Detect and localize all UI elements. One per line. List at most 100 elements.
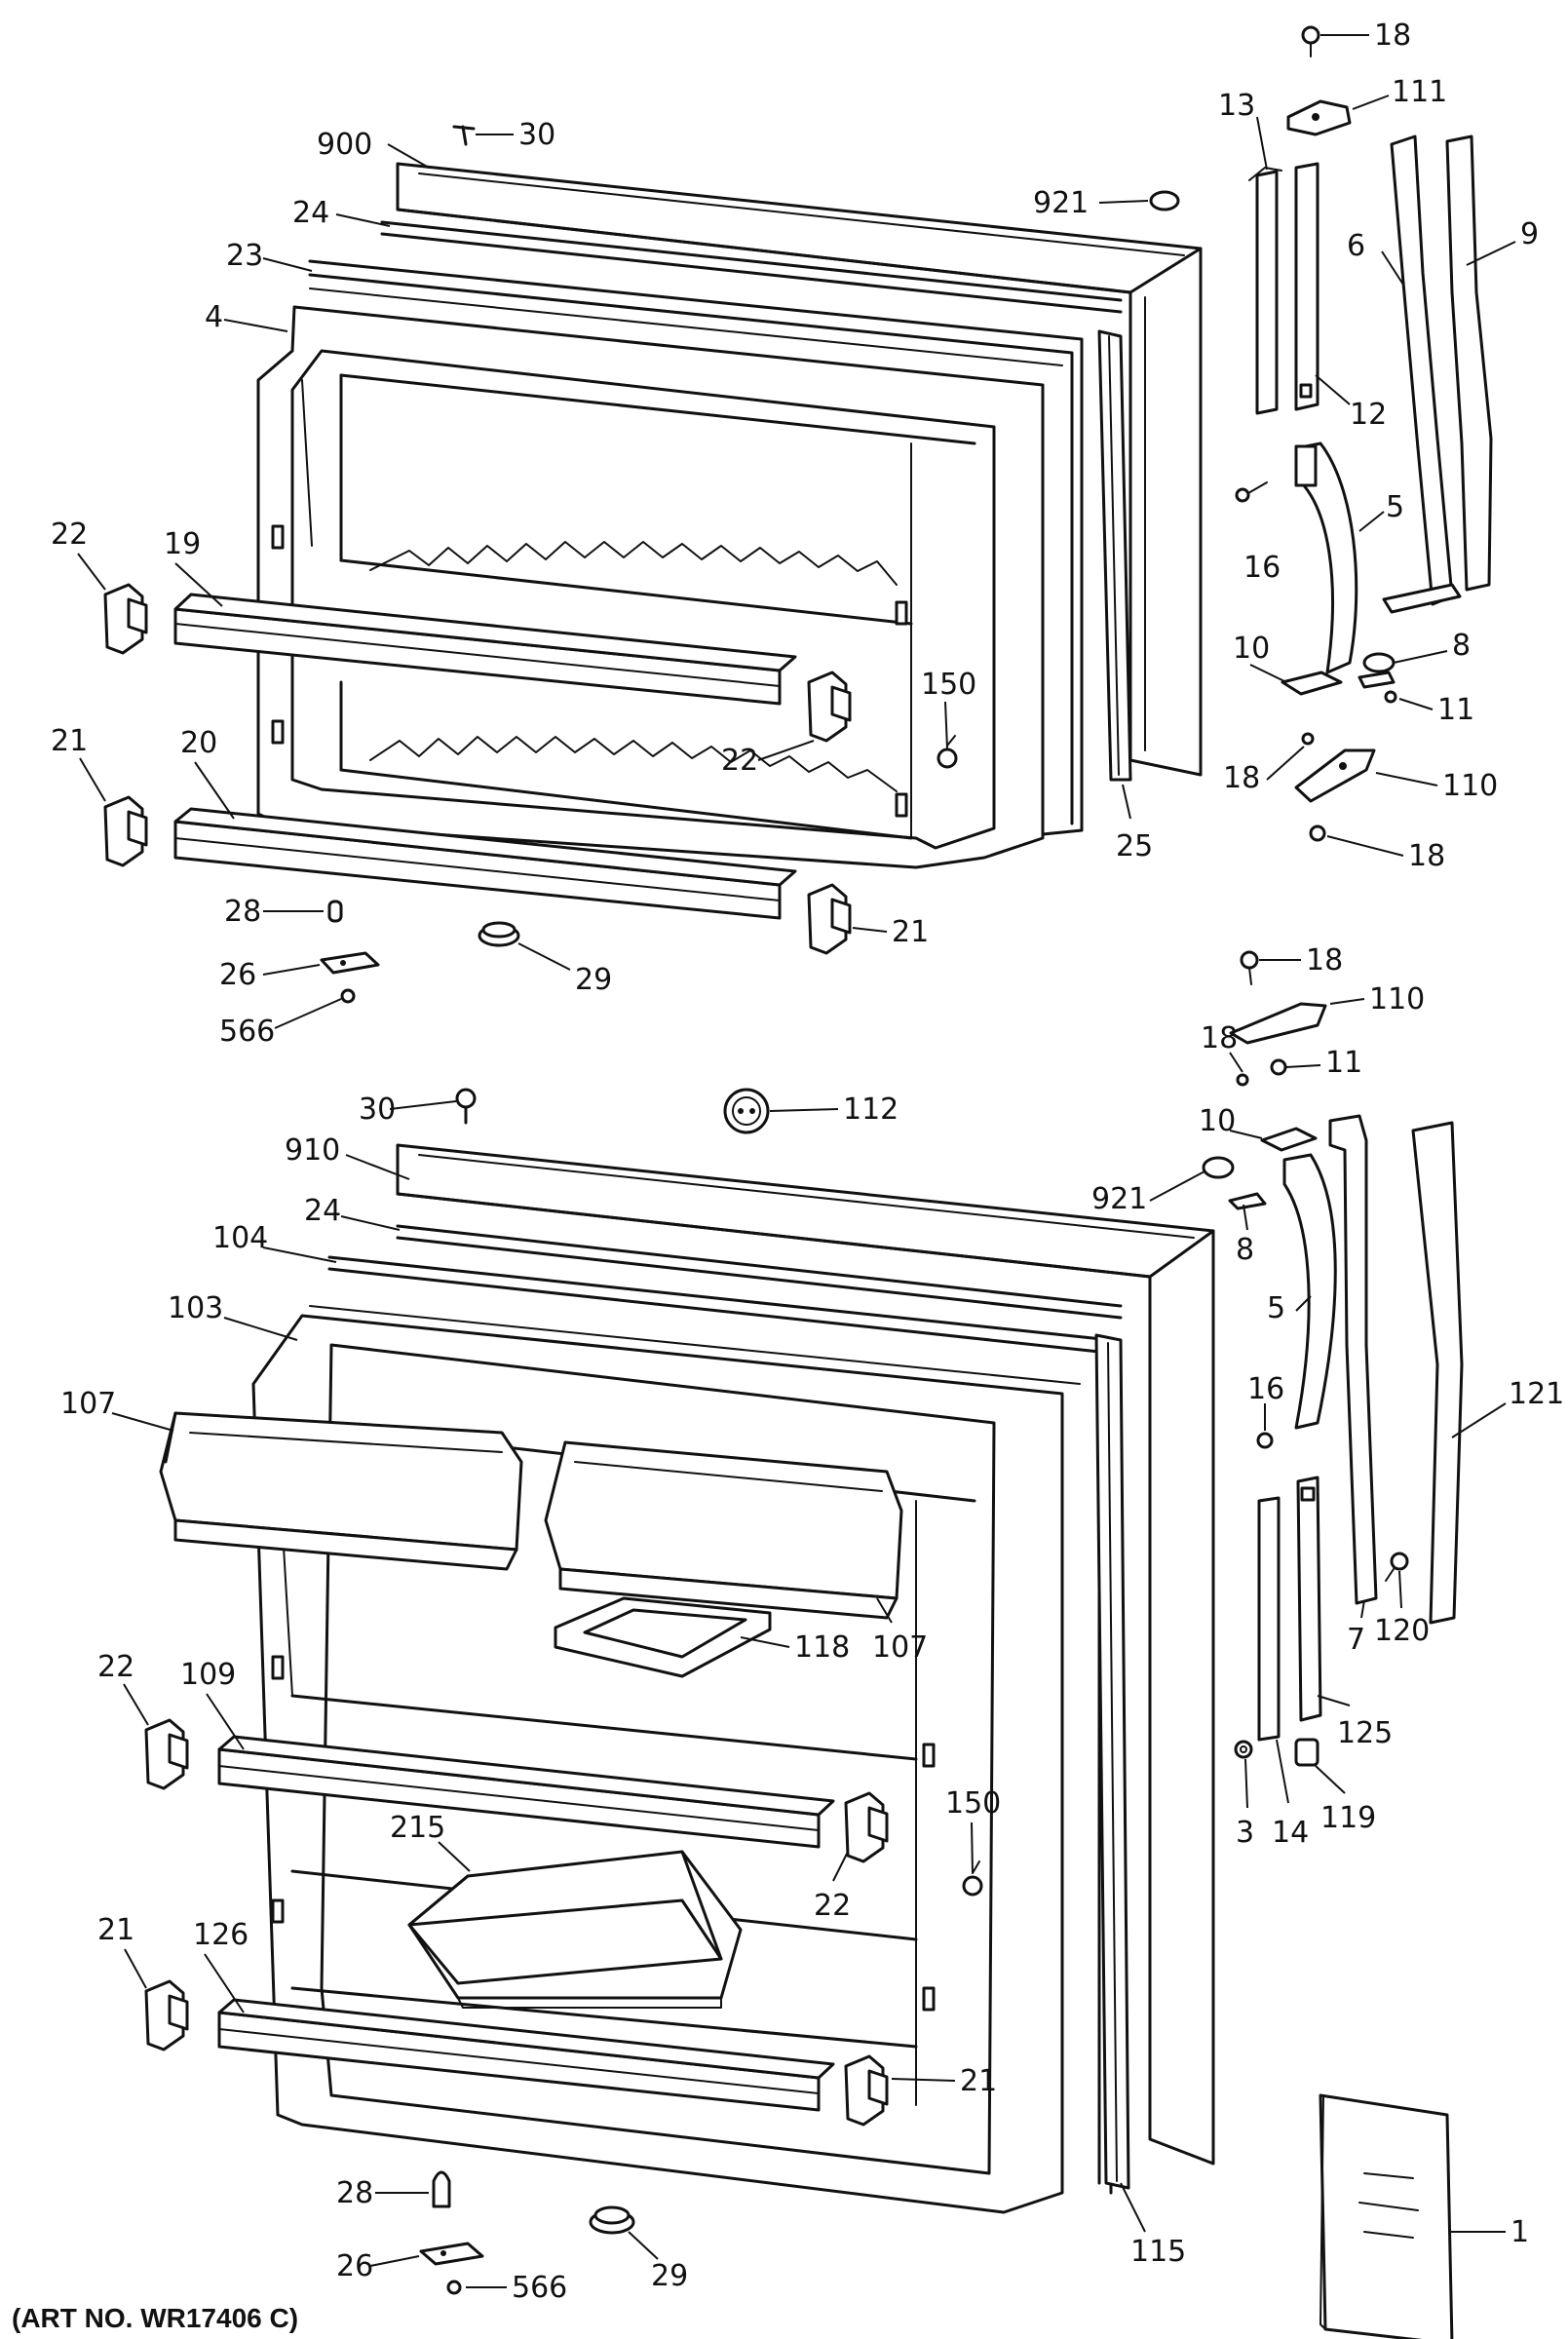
label-4: 4 <box>205 300 223 334</box>
label-ff-910: 910 <box>285 1133 340 1168</box>
fresh-food-trim-strip-125 <box>1296 1476 1322 1722</box>
freezer-screw-16 <box>1235 481 1268 503</box>
fresh-food-clip-left-22 <box>144 1718 189 1790</box>
label-13: 13 <box>1218 89 1255 123</box>
label-5: 5 <box>1386 490 1404 524</box>
label-ff-21-right: 21 <box>960 2064 997 2098</box>
fresh-food-trim-strip-14 <box>1257 1496 1281 1742</box>
fresh-food-handle-cover-121 <box>1411 1121 1464 1625</box>
art-number-caption: (ART NO. WR17406 C) <box>12 2303 298 2333</box>
label-21: 21 <box>51 724 88 758</box>
freezer-inner-liner <box>256 305 1045 869</box>
label-11: 11 <box>1437 693 1474 727</box>
label-566: 566 <box>219 1015 275 1049</box>
freezer-screw-18-top <box>1301 25 1320 58</box>
fresh-food-door-assembly <box>144 1088 1215 2295</box>
label-150: 150 <box>921 668 976 702</box>
fresh-food-clip-left-21 <box>144 1979 189 2051</box>
label-ff-3: 3 <box>1236 1816 1254 1850</box>
freezer-door-assembly <box>103 125 1203 1004</box>
label-ff-109: 109 <box>180 1658 236 1692</box>
label-20: 20 <box>180 726 217 760</box>
fresh-food-shelf-bar-126 <box>217 1998 835 2112</box>
label-ff-8: 8 <box>1236 1233 1254 1267</box>
label-ff-18: 18 <box>1306 943 1343 978</box>
label-12: 12 <box>1350 398 1387 432</box>
freezer-screw-18-bottom <box>1309 824 1326 842</box>
label-8: 8 <box>1452 629 1471 663</box>
label-ff-566: 566 <box>512 2271 567 2305</box>
label-ff-107-right: 107 <box>872 1630 928 1665</box>
fresh-food-labels: 18 110 18 11 30 112 10 910 921 24 8 104 … <box>60 943 1564 2305</box>
leader-lines <box>77 34 1516 2288</box>
fresh-food-handle-5 <box>1282 1153 1337 1430</box>
label-ff-28: 28 <box>336 2176 373 2210</box>
label-ff-1: 1 <box>1511 2215 1529 2249</box>
freezer-shelf-ribs-lower <box>369 736 898 792</box>
label-ff-103: 103 <box>168 1291 223 1325</box>
fresh-food-badge-112 <box>723 1088 770 1134</box>
label-ff-5: 5 <box>1267 1291 1285 1325</box>
fresh-food-side-strip-115 <box>1094 1333 1130 2190</box>
fresh-food-spacer-28 <box>432 2170 451 2208</box>
label-18-mid: 18 <box>1223 761 1260 795</box>
freezer-screw-11 <box>1384 690 1397 704</box>
label-ff-24: 24 <box>304 1194 341 1228</box>
label-ff-121: 121 <box>1509 1377 1564 1411</box>
label-ff-115: 115 <box>1130 2235 1186 2269</box>
label-ff-21: 21 <box>97 1913 134 1947</box>
fresh-food-screw-16 <box>1256 1432 1274 1449</box>
fresh-food-plug-921 <box>1202 1156 1235 1179</box>
fresh-food-hinge-10 <box>1260 1127 1318 1152</box>
label-ff-215: 215 <box>390 1811 445 1845</box>
label-ff-107: 107 <box>60 1387 116 1421</box>
label-6: 6 <box>1347 229 1365 263</box>
fresh-food-screw-11 <box>1270 1058 1287 1076</box>
label-ff-104: 104 <box>212 1221 268 1255</box>
freezer-screw-18-mid <box>1301 732 1315 746</box>
label-24: 24 <box>292 196 329 230</box>
fresh-food-plug-8 <box>1228 1192 1267 1210</box>
label-ff-120: 120 <box>1374 1614 1430 1648</box>
freezer-handle-5 <box>1294 441 1358 674</box>
label-ff-18-mid: 18 <box>1201 1021 1238 1055</box>
label-22-right: 22 <box>721 744 758 778</box>
fresh-food-screw-120 <box>1385 1552 1409 1582</box>
label-921: 921 <box>1033 186 1089 220</box>
label-21-right: 21 <box>892 915 929 949</box>
label-ff-26: 26 <box>336 2249 373 2283</box>
freezer-hinge-cap-111 <box>1286 99 1352 136</box>
freezer-trim-strip-12 <box>1294 162 1319 411</box>
fresh-food-clip-right-22 <box>844 1791 889 1863</box>
label-111: 111 <box>1392 75 1447 109</box>
freezer-screw-150 <box>937 735 958 769</box>
freezer-door-gasket <box>308 220 1123 838</box>
label-ff-125: 125 <box>1337 1716 1393 1750</box>
label-30: 30 <box>518 118 555 152</box>
fresh-food-nut-3 <box>1234 1740 1253 1759</box>
freezer-shelf-ribs-upper <box>369 541 898 586</box>
fresh-food-shelf-bar-109 <box>217 1735 835 1849</box>
label-18-bottom: 18 <box>1408 839 1445 873</box>
freezer-shelf-bar-19 <box>173 593 797 706</box>
freezer-shelf-bar-20 <box>173 807 797 920</box>
label-ff-7: 7 <box>1347 1623 1365 1657</box>
freezer-spacer-28 <box>327 900 343 923</box>
label-ff-29: 29 <box>651 2259 688 2293</box>
owners-manual-1 <box>1319 2093 1454 2339</box>
label-ff-11: 11 <box>1325 1046 1362 1080</box>
label-ff-14: 14 <box>1272 1816 1309 1850</box>
fresh-food-handle-parts <box>1202 950 1464 2339</box>
label-ff-16: 16 <box>1247 1372 1284 1406</box>
fresh-food-screw-150 <box>962 1860 983 1897</box>
fresh-food-tray-118 <box>554 1596 772 1678</box>
freezer-trim-strip-13 <box>1248 167 1282 415</box>
label-900: 900 <box>317 128 372 162</box>
fresh-food-bin-107-right <box>544 1440 903 1620</box>
label-ff-921: 921 <box>1091 1182 1147 1216</box>
fresh-food-hinge-cover-110 <box>1229 1002 1327 1045</box>
label-ff-22: 22 <box>97 1650 134 1684</box>
freezer-shelf-clip-right-22 <box>807 671 852 743</box>
fresh-food-bin-215 <box>407 1850 743 2009</box>
